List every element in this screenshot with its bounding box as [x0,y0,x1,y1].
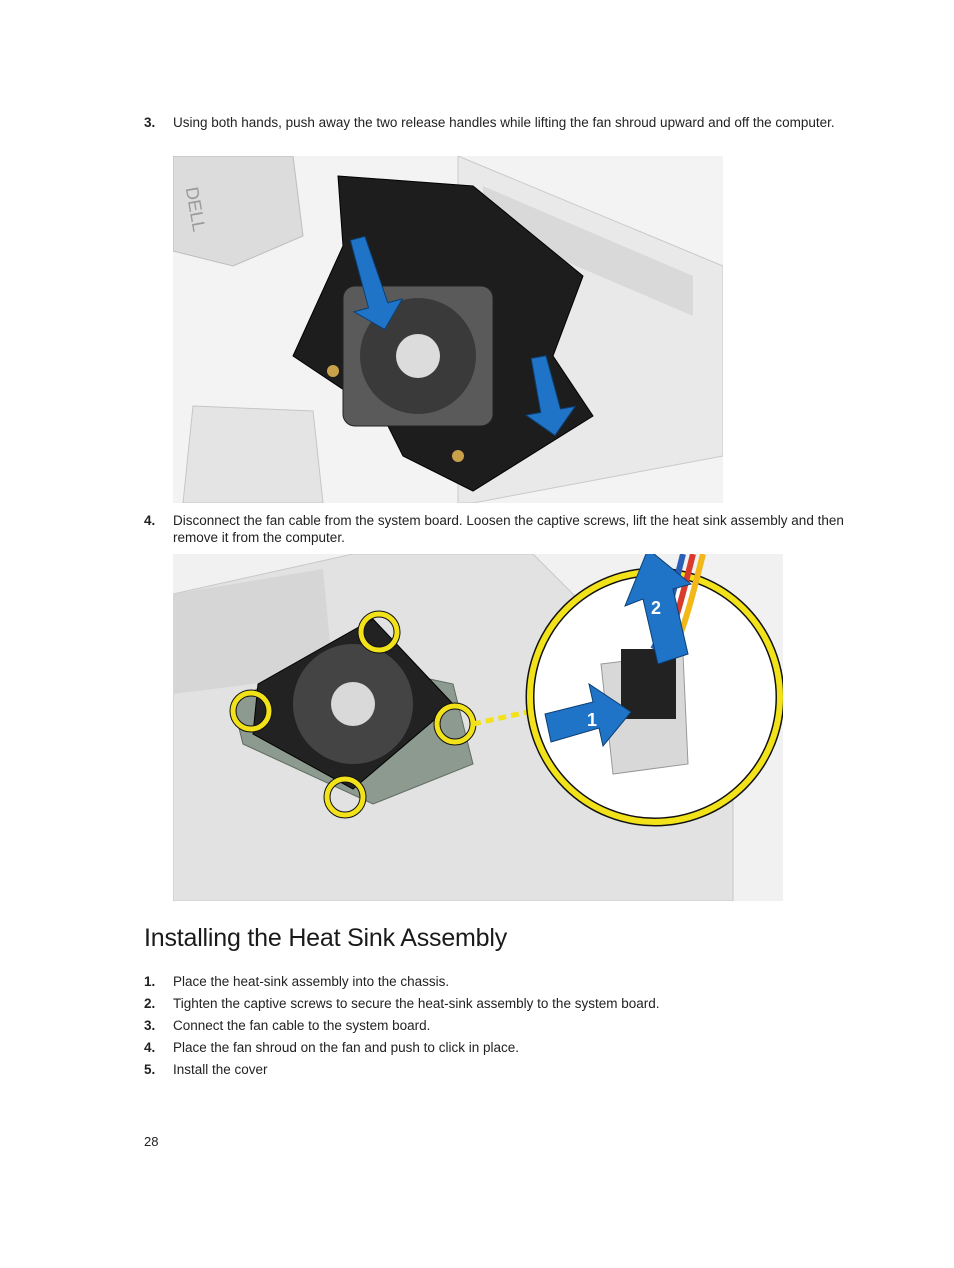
svg-text:1: 1 [587,710,597,730]
step-number: 4. [144,513,156,528]
item-number: 4. [144,1040,156,1055]
item-text: Tighten the captive screws to secure the… [173,996,660,1011]
page-number: 28 [144,1134,159,1149]
arrow-2-icon: 2 [624,554,693,665]
item-text: Connect the fan cable to the system boar… [173,1018,431,1033]
step-text: Disconnect the fan cable from the system… [173,513,844,545]
item-text: Place the heat-sink assembly into the ch… [173,974,450,989]
section-title: Installing the Heat Sink Assembly [144,924,508,952]
item-number: 5. [144,1062,156,1077]
item-text: Install the cover [173,1062,268,1077]
item-number: 2. [144,996,156,1011]
fan-shroud-removal-figure: DELL [173,156,723,503]
step-text: Using both hands, push away the two rele… [173,115,835,130]
svg-text:2: 2 [651,598,661,618]
item-number: 1. [144,974,156,989]
step-number: 3. [144,115,156,130]
arrow-1-icon: 1 [544,682,632,748]
up-arrow-icon [349,235,577,437]
heat-sink-removal-figure: 2 1 [173,554,783,901]
item-number: 3. [144,1018,156,1033]
item-text: Place the fan shroud on the fan and push… [173,1040,519,1055]
